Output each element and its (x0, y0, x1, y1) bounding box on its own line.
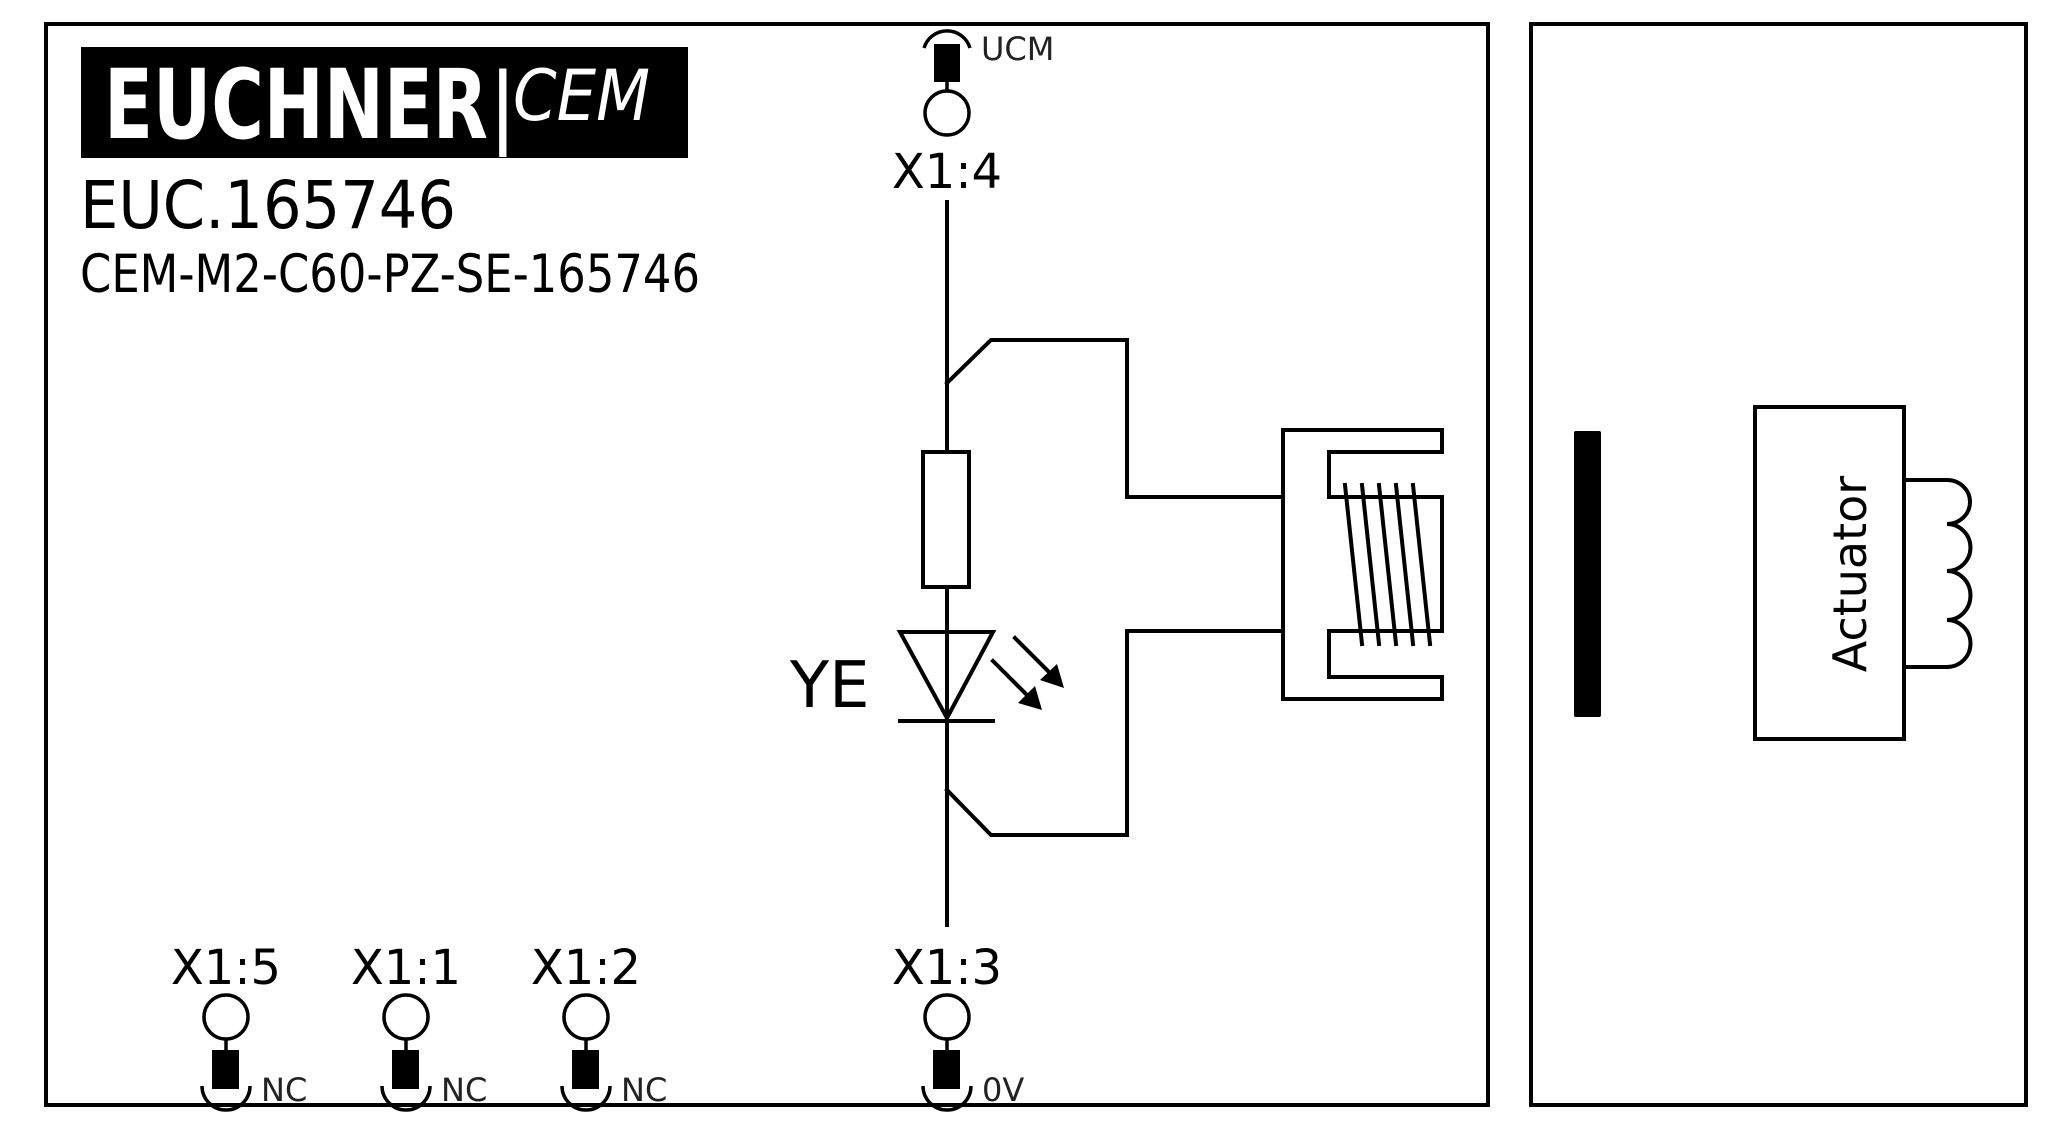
connector-arc (922, 29, 972, 49)
switch-contact-upper (944, 338, 1285, 499)
actuator-coil (1902, 478, 1973, 669)
connector-arc (380, 1085, 432, 1112)
terminal-x1-3: X1:3 0V (892, 940, 1024, 1112)
connector-pin (392, 1050, 419, 1089)
terminal-circle (202, 993, 250, 1041)
terminal-label: X1:5 (171, 940, 281, 996)
terminal-circle (923, 993, 971, 1041)
logo-sub-brand: CEM (513, 55, 650, 137)
terminal-circle (923, 89, 971, 137)
connector-arc (560, 1085, 612, 1112)
connector-pin (212, 1050, 239, 1089)
actuator-body (1753, 405, 1906, 741)
signal-label: UCM (981, 30, 1054, 68)
armature-plate (1574, 431, 1601, 717)
actuator-housing (1529, 22, 2028, 1107)
electromagnet (1281, 428, 1444, 701)
e-core (1281, 428, 1444, 701)
light-emission-icon (990, 635, 1064, 710)
led-triangle (896, 630, 997, 723)
led-color-label: YE (789, 649, 870, 723)
connector-arc (921, 1085, 973, 1112)
coil-windings (1342, 482, 1433, 647)
logo-brand: EUCHNER (104, 49, 488, 161)
led: YE (789, 630, 1064, 723)
actuator: Actuator (1753, 405, 1973, 741)
connector-pin (934, 44, 960, 82)
signal-label: NC (441, 1071, 487, 1109)
signal-label: NC (261, 1071, 307, 1109)
terminal-label: X1:1 (351, 940, 461, 996)
order-number: EUC.165746 (80, 167, 456, 244)
circuit-wires (944, 200, 1285, 927)
device-housing (44, 22, 1490, 1107)
signal-label: 0V (982, 1071, 1024, 1109)
logo: EUCHNER | CEM (81, 47, 688, 161)
connector-arc (200, 1085, 252, 1112)
model-designation: CEM-M2-C60-PZ-SE-165746 (80, 244, 700, 305)
connector-pin (933, 1050, 960, 1089)
terminal-x1-1: X1:1NC (351, 940, 487, 1112)
terminal-x1-5: X1:5NC (171, 940, 307, 1112)
terminal-circle (382, 993, 430, 1041)
terminal-circle (562, 993, 610, 1041)
terminal-x1-4: X1:4 UCM (892, 29, 1054, 200)
actuator-label: Actuator (1823, 476, 1877, 673)
logo-background (81, 47, 688, 158)
resistor (921, 450, 971, 589)
switch-contact-lower (944, 629, 1285, 837)
terminal-label: X1:3 (892, 940, 1002, 996)
connector-pin (572, 1050, 599, 1089)
logo-separator: | (488, 54, 518, 158)
terminal-label: X1:4 (892, 144, 1002, 200)
terminal-label: X1:2 (531, 940, 641, 996)
terminal-x1-2: X1:2NC (531, 940, 667, 1112)
signal-label: NC (621, 1071, 667, 1109)
